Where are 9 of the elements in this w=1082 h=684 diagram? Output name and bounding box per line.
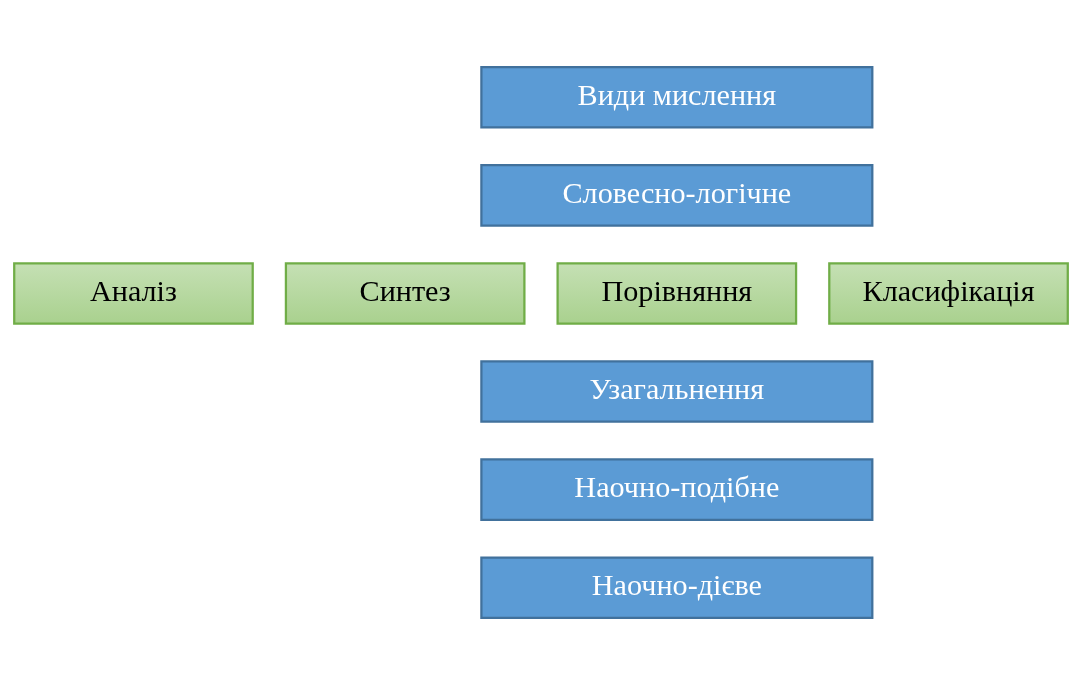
- node-box: Синтез: [284, 261, 526, 325]
- node-box: Узагальнення: [480, 359, 874, 423]
- node-box: Наочно-дієве: [480, 555, 874, 619]
- node-box: Наочно-подібне: [480, 457, 874, 521]
- node-box: Словесно-логічне: [480, 163, 874, 227]
- node-box: Порівняння: [556, 261, 798, 325]
- node-box: Класифікація: [828, 261, 1069, 325]
- node-box: Аналіз: [13, 261, 254, 325]
- node-box: Види мислення: [480, 65, 874, 129]
